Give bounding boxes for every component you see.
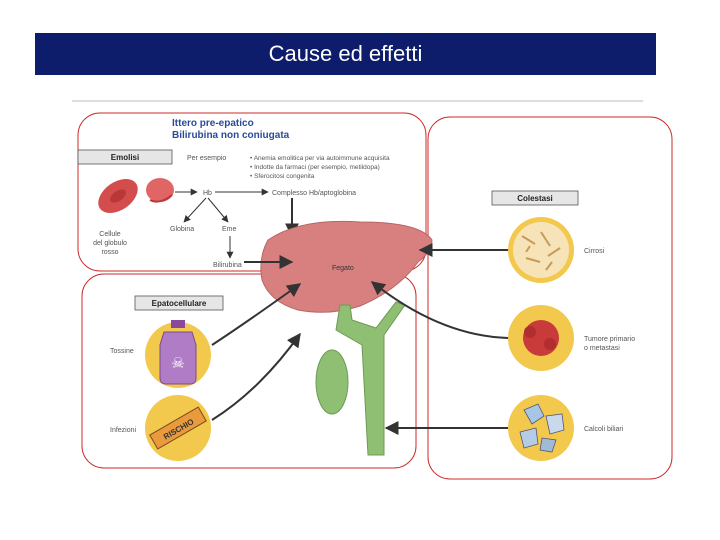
colestasi-label: Colestasi	[517, 194, 553, 203]
example-bullet-1: • Anemia emolitica per via autoimmune ac…	[250, 155, 390, 162]
tumore-label-line-1: Tumore primario	[584, 336, 635, 343]
emolisi-label: Emolisi	[111, 153, 139, 162]
slide-title: Cause ed effetti	[268, 41, 423, 66]
example-label: Per esempio	[187, 155, 226, 162]
tumor-icon	[508, 305, 574, 371]
cells-label-line-2: del globulo	[93, 240, 127, 247]
eme-label: Eme	[222, 226, 237, 233]
hepatocellular-frame	[81, 273, 417, 469]
epatocellulare-label: Epatocellulare	[152, 299, 207, 308]
tumore-label-line-2: o metastasi	[584, 345, 620, 352]
svg-text:☠: ☠	[171, 355, 184, 372]
cirrosi-label: Cirrosi	[584, 248, 605, 255]
infezioni-label: Infezioni	[110, 427, 137, 434]
red-blood-cells-illustration	[98, 178, 174, 214]
cholestasis-frame	[427, 116, 673, 480]
calcoli-label: Calcoli biliari	[584, 426, 624, 433]
bilirubina-label: Bilirubina	[213, 262, 242, 269]
title-bar: Cause ed effetti	[35, 33, 656, 75]
liver-illustration	[260, 220, 433, 456]
tossine-label: Tossine	[110, 348, 134, 355]
risk-icon: RISCHIO	[145, 395, 211, 461]
cells-label-line-3: rosso	[101, 249, 118, 256]
complex-label: Complesso Hb/aptoglobina	[272, 190, 356, 197]
poison-bottle-icon: ☠	[145, 320, 211, 388]
pre-hepatic-heading: Ittero pre-epatico	[172, 118, 254, 129]
example-bullet-2: • Indotte da farmaci (per esempio, metil…	[250, 164, 380, 171]
colestasi-box: Colestasi	[491, 190, 579, 206]
example-bullet-3: • Sferocitosi congenita	[250, 173, 315, 180]
epatocellulare-box: Epatocellulare	[134, 295, 224, 311]
pre-hepatic-frame	[77, 112, 427, 272]
cells-label-line-1: Cellule	[99, 231, 121, 238]
fegato-label: Fegato	[332, 265, 354, 272]
gallstones-icon	[508, 395, 574, 461]
globina-label: Globina	[170, 226, 194, 233]
emolisi-box: Emolisi	[77, 149, 173, 165]
pre-hepatic-subheading: Bilirubina non coniugata	[172, 130, 290, 141]
cirrhosis-icon	[508, 217, 574, 283]
hb-label: Hb	[203, 190, 212, 197]
